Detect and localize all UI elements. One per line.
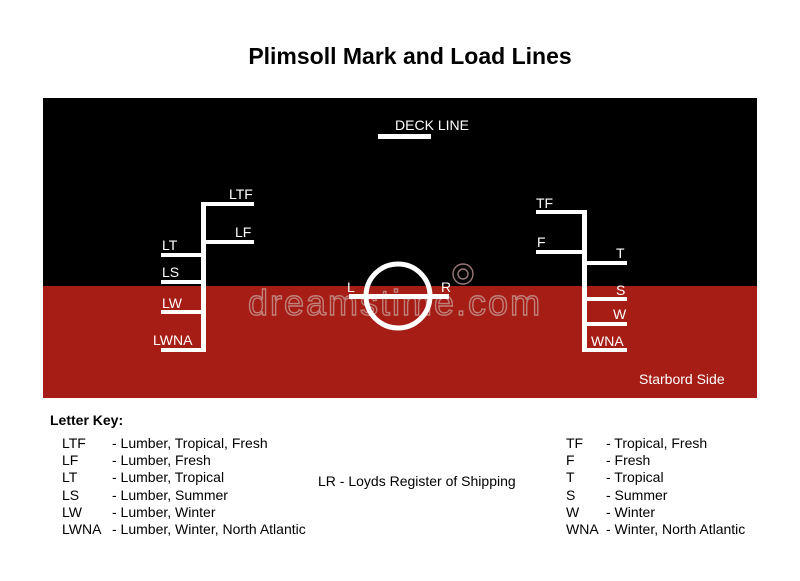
key-row: LF - Lumber, Fresh [62, 452, 306, 469]
key-desc: - Lumber, Tropical, Fresh [112, 435, 268, 451]
mark-LT-label: LT [162, 237, 178, 253]
mark-S-line [587, 297, 627, 301]
key-desc: - Fresh [606, 452, 651, 469]
letter-key-heading: Letter Key: [50, 412, 124, 428]
key-desc: - Lumber, Winter, North Atlantic [112, 521, 306, 538]
deck-line-label: DECK LINE [395, 117, 469, 133]
key-row: TF - Tropical, Fresh [566, 435, 745, 452]
plimsoll-line [349, 294, 449, 299]
key-abbr: LF [62, 452, 79, 469]
mark-W-label: W [613, 306, 627, 322]
watermark: dreamstime.com [247, 263, 542, 324]
mark-LW-label: LW [162, 295, 183, 311]
mark-T-line [587, 261, 627, 265]
key-desc: - Winter [606, 503, 655, 520]
mark-F-line [536, 250, 582, 254]
hull-below-water [43, 286, 757, 398]
key-abbr: W [566, 503, 580, 520]
mark-T-label: T [616, 245, 625, 261]
page-title: Plimsoll Mark and Load Lines [248, 43, 572, 69]
key-row: LT - Lumber, Tropical [62, 469, 306, 486]
lumber-vertical-bar [201, 202, 206, 352]
key-abbr: F [566, 452, 575, 469]
hull-diagram: dreamstime.com DECK LINE LTF LF LT LS LW… [43, 98, 757, 398]
key-center-note: LR - Loyds Register of Shipping [318, 473, 516, 489]
key-abbr: LWNA [62, 521, 102, 538]
key-abbr: WNA [566, 521, 599, 538]
letter-key-right: TF - Tropical, Fresh F - Fresh T - Tropical… [566, 435, 745, 538]
key-desc: - Summer [606, 486, 668, 503]
standard-load-lines [536, 210, 627, 352]
key-row: LWNA - Lumber, Winter, North Atlantic [62, 521, 306, 538]
letter-key-left: LTF - Lumber, Tropical, Fresh LF - Lumber,… [62, 435, 306, 538]
plimsoll-R-label: R [441, 279, 451, 295]
key-desc: - Lumber, Summer [112, 486, 228, 503]
mark-LWNA-label: LWNA [153, 332, 193, 348]
plimsoll-L-label: L [347, 279, 355, 295]
key-row: F - Fresh [566, 452, 745, 469]
key-row: WNA - Winter, North Atlantic [566, 521, 745, 538]
key-abbr: LTF [62, 435, 86, 451]
key-row: LW - Lumber, Winter [62, 504, 306, 521]
lumber-load-lines [161, 202, 254, 352]
key-row: LTF - Lumber, Tropical, Fresh [62, 435, 306, 452]
key-desc: - Winter, North Atlantic [606, 521, 746, 538]
standard-vertical-bar [582, 210, 587, 352]
key-abbr: LS [62, 486, 80, 503]
mark-S-label: S [616, 282, 625, 298]
key-row: S - Summer [566, 487, 745, 504]
deck-line-mark [378, 134, 431, 139]
mark-LTF-line [206, 202, 254, 206]
key-row: LS - Lumber, Summer [62, 487, 306, 504]
key-row: W - Winter [566, 504, 745, 521]
mark-WNA-label: WNA [591, 333, 624, 349]
mark-LS-line [161, 280, 201, 284]
key-row: T - Tropical [566, 469, 745, 486]
key-abbr: LW [62, 503, 82, 520]
key-abbr: T [566, 469, 575, 486]
mark-LF-label: LF [235, 224, 251, 240]
mark-TF-line [536, 210, 582, 214]
key-desc: - Lumber, Tropical [112, 469, 225, 486]
key-abbr: TF [566, 435, 584, 451]
mark-LWNA-line [161, 348, 201, 352]
key-desc: - Lumber, Winter [112, 503, 216, 520]
mark-WNA-line [587, 348, 627, 352]
svg-text:dreamstime.com: dreamstime.com [248, 282, 542, 323]
mark-LTF-label: LTF [229, 186, 253, 202]
key-abbr: S [566, 486, 576, 503]
key-desc: - Tropical, Fresh [606, 435, 708, 451]
side-label: Starbord Side [639, 371, 725, 387]
mark-TF-label: TF [536, 195, 553, 211]
mark-LS-label: LS [162, 264, 179, 280]
mark-F-label: F [537, 234, 546, 250]
mark-LT-line [161, 253, 201, 257]
plimsoll-disc: L R [347, 261, 451, 331]
key-desc: - Tropical [606, 469, 664, 486]
key-abbr: LT [62, 469, 78, 486]
mark-LW-line [161, 310, 201, 314]
key-desc: - Lumber, Fresh [112, 452, 211, 469]
hull-panel: dreamstime.com DECK LINE LTF LF LT LS LW… [43, 98, 757, 398]
mark-W-line [587, 322, 627, 326]
mark-LF-line [206, 240, 254, 244]
